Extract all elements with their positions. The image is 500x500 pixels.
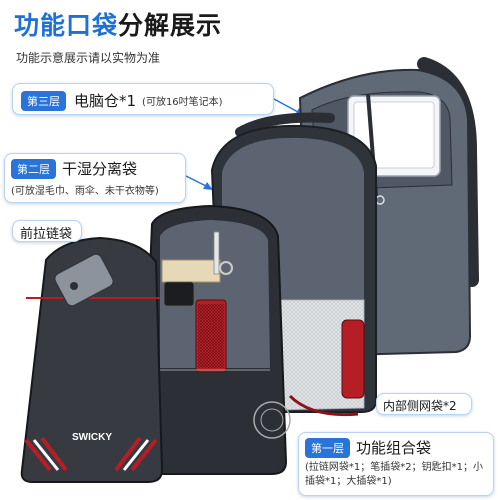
- layer1-note: (拉链网袋*1；笔插袋*2；钥匙扣*1；小插袋*1；大插袋*1): [305, 462, 483, 487]
- page-title: 功能口袋分解展示: [14, 6, 222, 42]
- layer1-tag: 第一层: [305, 437, 350, 458]
- callout-layer3: 第三层电脑仓*1 (可放16吋笔记本): [12, 83, 274, 115]
- front-organizer: [140, 204, 291, 475]
- layer1-name: 功能组合袋: [356, 439, 432, 457]
- title-accent: 功能口袋: [14, 11, 119, 40]
- callout-inner-net: 内部侧网袋*2: [376, 393, 472, 415]
- layer3-note: (可放16吋笔记本): [142, 97, 223, 108]
- callout-layer2: 第二层干湿分离袋 (可放湿毛巾、雨伞、未干衣物等): [4, 153, 186, 203]
- callout-front-zip: 前拉链袋: [12, 220, 82, 242]
- layer2-tag: 第二层: [11, 158, 56, 179]
- callout-layer1: 第一层功能组合袋 (拉链网袋*1；笔插袋*2；钥匙扣*1；小插袋*1；大插袋*1…: [298, 432, 494, 496]
- layer3-tag: 第三层: [21, 90, 66, 111]
- layer2-note: (可放湿毛巾、雨伞、未干衣物等): [11, 186, 159, 197]
- layer2-name: 干湿分离袋: [62, 160, 138, 178]
- layer3-name: 电脑仓*1: [74, 92, 137, 110]
- brand-logo: SWICKY: [72, 432, 112, 443]
- page-subtitle: 功能示意展示请以实物为准: [16, 51, 161, 65]
- front-zip-panel: SWICKY: [20, 236, 164, 483]
- title-rest: 分解展示: [118, 11, 223, 40]
